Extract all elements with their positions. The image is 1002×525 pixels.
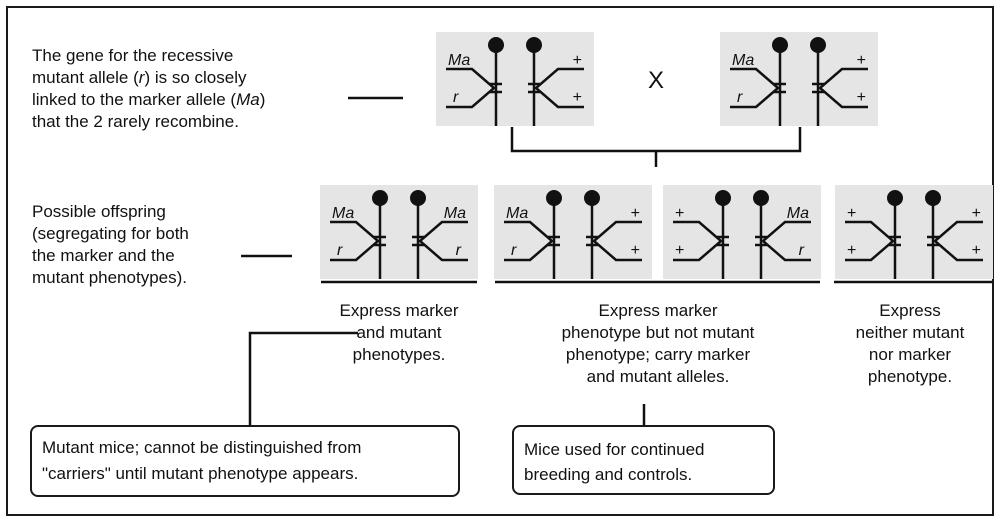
left-allele-label: Ma bbox=[332, 205, 354, 222]
cross-symbol: X bbox=[648, 67, 664, 94]
callout-pointer-1 bbox=[248, 331, 358, 426]
callout-breeding-mice: Mice used for continued breeding and con… bbox=[512, 425, 775, 495]
right-allele-label: Ma bbox=[787, 205, 809, 222]
centromere-2 bbox=[584, 190, 600, 206]
offspring-note-line-2: (segregating for both bbox=[32, 224, 189, 243]
chromosome-pair-parent-1: Ma r + + bbox=[436, 32, 594, 126]
right-allele-label: + bbox=[857, 52, 866, 69]
centromere-1 bbox=[715, 190, 731, 206]
chromosome-pair-box bbox=[663, 185, 821, 279]
right-allele-label: + bbox=[631, 205, 640, 222]
left-allele-label: r bbox=[511, 242, 517, 259]
centromere-2 bbox=[526, 37, 542, 53]
outcome-neither-line-4: phenotype. bbox=[867, 367, 953, 386]
callout-mutant-mice: Mutant mice; cannot be distinguished fro… bbox=[30, 425, 460, 497]
parental-note-line-4: that the 2 rarely recombine. bbox=[32, 112, 239, 131]
left-allele-label: r bbox=[337, 242, 343, 259]
centromere-2 bbox=[410, 190, 426, 206]
centromere-1 bbox=[372, 190, 388, 206]
right-arms bbox=[418, 220, 468, 262]
chromosome-pair-box bbox=[436, 32, 594, 126]
callout-breeding-mice-line-2: breeding and controls. bbox=[524, 465, 693, 484]
callout-mutant-mice-line-1: Mutant mice; cannot be distinguished fro… bbox=[42, 438, 362, 457]
parental-note: The gene for the recessive mutant allele … bbox=[32, 45, 265, 133]
parental-note-line-2: mutant allele (r) is so closely bbox=[32, 68, 247, 87]
right-allele-label: Ma bbox=[444, 205, 466, 222]
left-arms bbox=[845, 220, 895, 262]
centromere-1 bbox=[887, 190, 903, 206]
left-allele-label: r bbox=[453, 89, 459, 106]
outcome-neither: Express neither mutant nor marker phenotype… bbox=[830, 300, 990, 388]
left-allele-label: Ma bbox=[506, 205, 528, 222]
centromere-2 bbox=[810, 37, 826, 53]
right-arms bbox=[933, 220, 983, 262]
centromere-2 bbox=[753, 190, 769, 206]
parental-note-line-1: The gene for the recessive bbox=[32, 46, 234, 65]
right-allele-label: r bbox=[456, 242, 462, 259]
offspring-note-line-3: the marker and the bbox=[32, 246, 175, 265]
outcome-marker-and-mutant: Express marker and mutant phenotypes. bbox=[319, 300, 479, 366]
outcome-marker-only-line-1: Express marker bbox=[598, 301, 718, 320]
outcome-marker-only-line-4: and mutant alleles. bbox=[586, 367, 730, 386]
outcome-marker-and-mutant-line-1: Express marker bbox=[339, 301, 459, 320]
centromere-1 bbox=[546, 190, 562, 206]
left-allele-label: + bbox=[847, 205, 856, 222]
offspring-note-line-1: Possible offspring bbox=[32, 202, 166, 221]
left-allele-label: Ma bbox=[448, 52, 470, 69]
left-arms bbox=[446, 67, 496, 109]
centromere-1 bbox=[488, 37, 504, 53]
right-allele-label: + bbox=[972, 205, 981, 222]
right-allele-label: + bbox=[857, 89, 866, 106]
outcome-marker-and-mutant-line-2: and mutant bbox=[356, 323, 442, 342]
chromosome-pair-offspring-3: + + Ma r bbox=[663, 185, 821, 279]
chromosome-pair-box bbox=[835, 185, 993, 279]
offspring-note: Possible offspring (segregating for both t… bbox=[32, 201, 189, 289]
right-arms bbox=[592, 220, 642, 262]
outcome-marker-only-line-3: phenotype; carry marker bbox=[565, 345, 751, 364]
cross-bracket bbox=[510, 127, 802, 167]
left-allele-label: + bbox=[675, 205, 684, 222]
centromere-1 bbox=[772, 37, 788, 53]
right-arms bbox=[534, 67, 584, 109]
callout-breeding-mice-line-1: Mice used for continued bbox=[524, 440, 705, 459]
right-allele-label: + bbox=[573, 52, 582, 69]
left-allele-label: Ma bbox=[732, 52, 754, 69]
right-allele-label: r bbox=[799, 242, 805, 259]
chromosome-pair-box bbox=[320, 185, 478, 279]
left-arms bbox=[330, 220, 380, 262]
left-allele-label: r bbox=[737, 89, 743, 106]
centromere-2 bbox=[925, 190, 941, 206]
outcome-neither-line-2: neither mutant bbox=[855, 323, 965, 342]
chromosome-pair-box bbox=[720, 32, 878, 126]
right-arms bbox=[818, 67, 868, 109]
left-allele-label: + bbox=[675, 242, 684, 259]
chromosome-pair-box bbox=[494, 185, 652, 279]
chromosome-pair-parent-2: Ma r + + bbox=[720, 32, 878, 126]
outcome-neither-line-1: Express bbox=[879, 301, 941, 320]
left-arms bbox=[504, 220, 554, 262]
right-arms bbox=[761, 220, 811, 262]
right-allele-label: + bbox=[972, 242, 981, 259]
right-allele-label: + bbox=[573, 89, 582, 106]
offspring-note-line-4: mutant phenotypes). bbox=[32, 268, 187, 287]
outcome-marker-and-mutant-line-3: phenotypes. bbox=[352, 345, 446, 364]
left-arms bbox=[730, 67, 780, 109]
right-allele-label: + bbox=[631, 242, 640, 259]
left-allele-label: + bbox=[847, 242, 856, 259]
chromosome-pair-offspring-4: + + + + bbox=[835, 185, 993, 279]
callout-mutant-mice-line-2: "carriers" until mutant phenotype appear… bbox=[42, 464, 359, 483]
left-arms bbox=[673, 220, 723, 262]
chromosome-pair-offspring-2: Ma r + + bbox=[494, 185, 652, 279]
outcome-marker-only-line-2: phenotype but not mutant bbox=[561, 323, 755, 342]
outcome-neither-line-3: nor marker bbox=[868, 345, 952, 364]
parental-note-line-3: linked to the marker allele (Ma) bbox=[32, 90, 266, 109]
outcome-marker-only: Express marker phenotype but not mutant ph… bbox=[528, 300, 788, 388]
chromosome-pair-offspring-1: Ma r Ma r bbox=[320, 185, 478, 279]
